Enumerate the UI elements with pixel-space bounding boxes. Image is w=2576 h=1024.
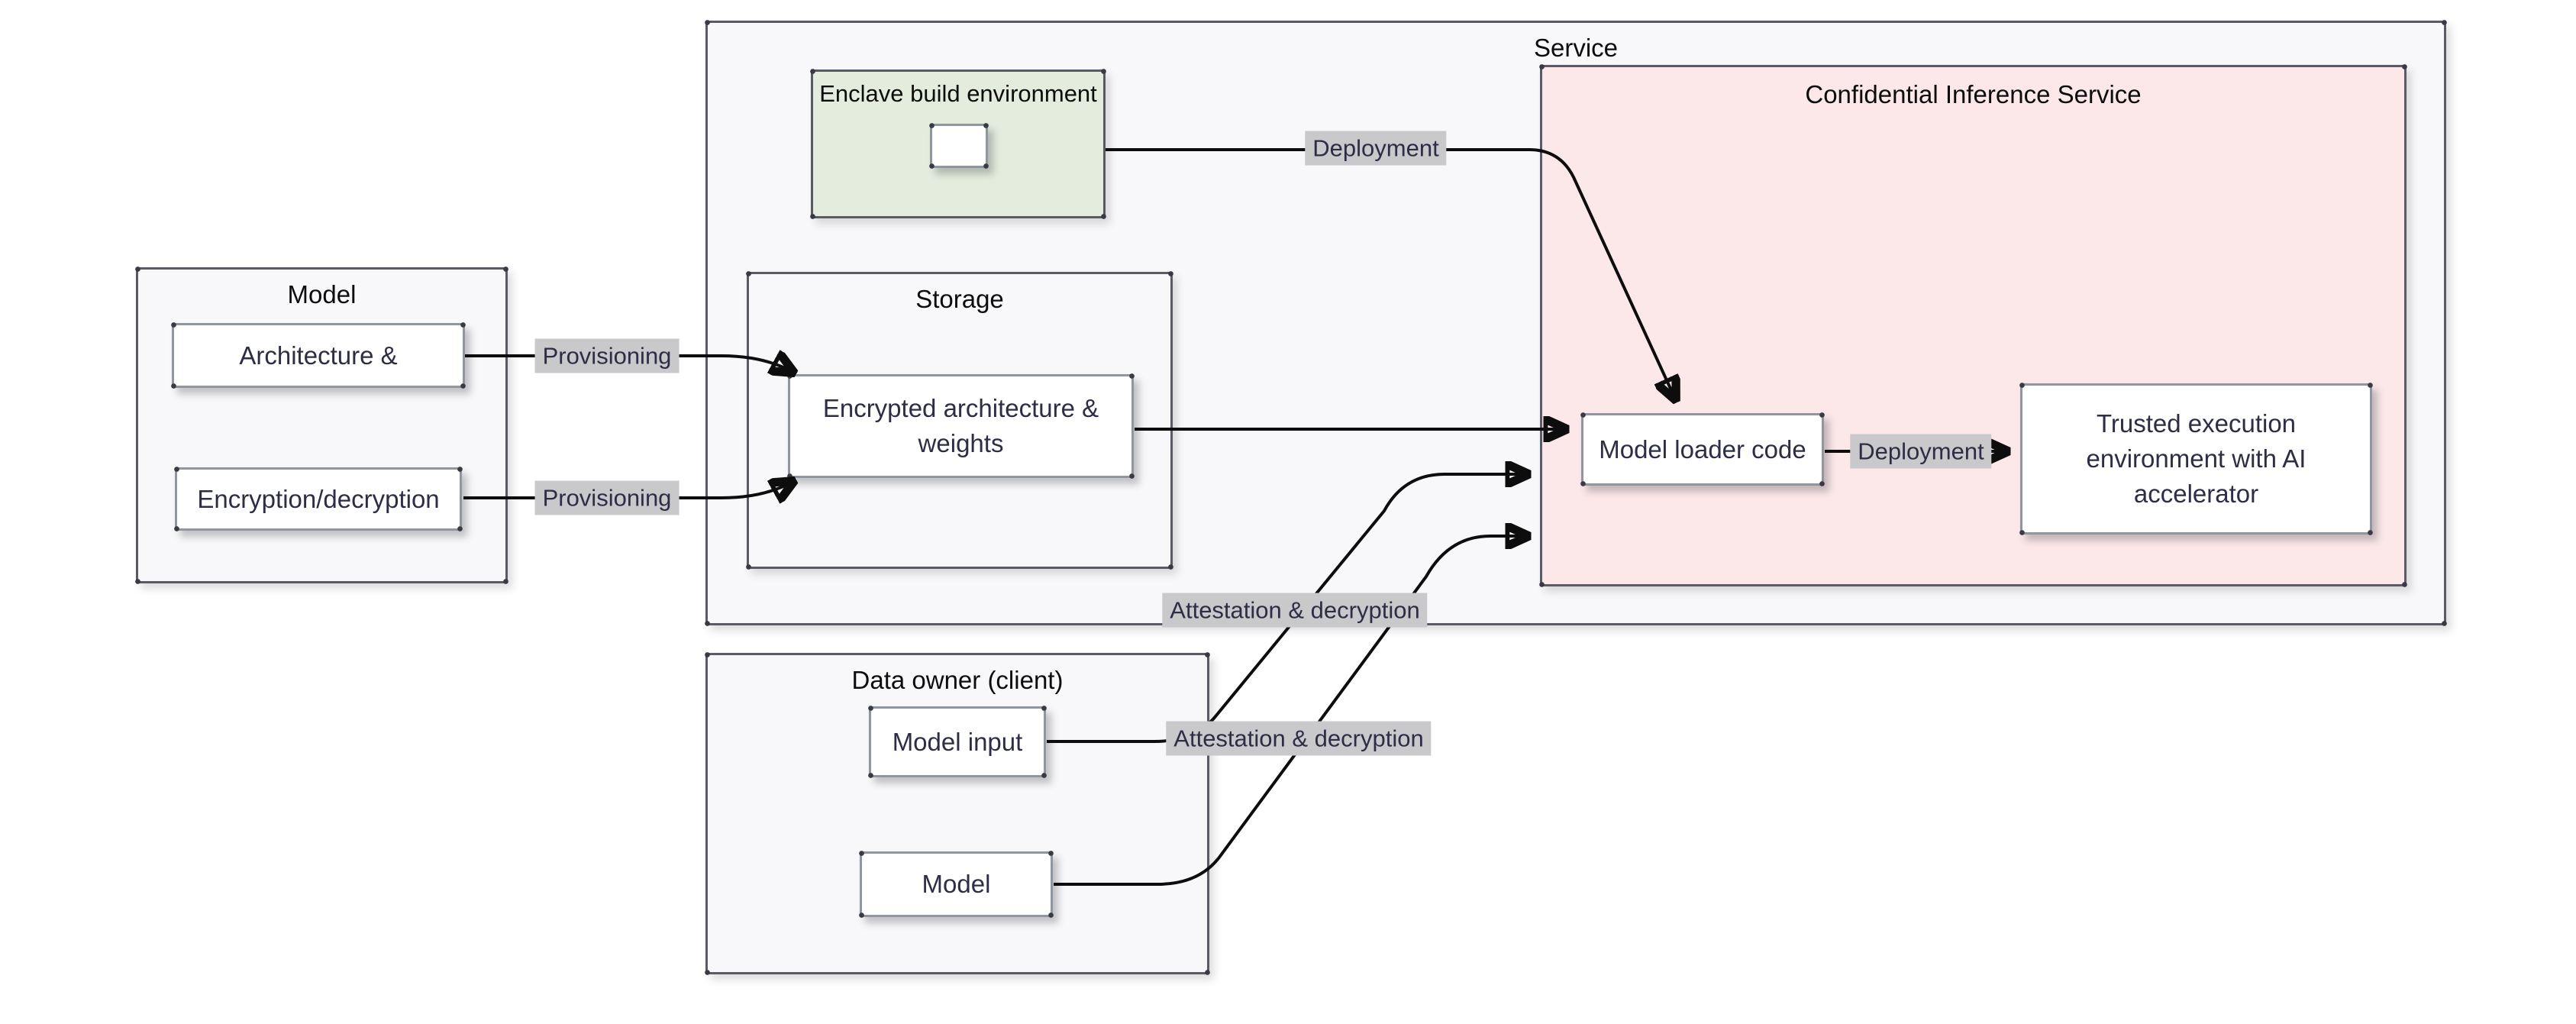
enclave-inner-box <box>928 122 989 170</box>
deployment-label-loader: Deployment <box>1850 434 1992 469</box>
trusted-execution-environment-node: Trusted execution environment with AI ac… <box>2019 382 2374 536</box>
trusted-execution-environment-node-label: Trusted execution environment with AI ac… <box>2086 409 2306 508</box>
enclave-build-environment-container: Enclave build environment <box>809 68 1107 220</box>
model-title: Model <box>287 280 357 308</box>
confidential-inference-service-container: Confidential Inference Service <box>1538 63 2408 588</box>
model-loader-code-node-label: Model loader code <box>1599 434 1806 464</box>
confidential-inference-service-title: Confidential Inference Service <box>1805 80 2142 108</box>
attestation-decryption-label-top: Attestation & decryption <box>1162 593 1428 628</box>
client-model-node: Model <box>858 850 1054 919</box>
encryption-decryption-node-label: Encryption/decryption <box>197 484 440 513</box>
deployment-label-enclave: Deployment <box>1305 131 1447 166</box>
model-loader-code-node: Model loader code <box>1580 412 1825 487</box>
enclave-title: Enclave build environment <box>819 80 1097 107</box>
provisioning-label-top: Provisioning <box>534 338 680 373</box>
model-input-node: Model input <box>867 705 1048 779</box>
provisioning-label-bottom: Provisioning <box>534 480 680 515</box>
architecture-node: Architecture & <box>170 321 466 389</box>
attestation-decryption-label-bottom: Attestation & decryption <box>1166 721 1432 756</box>
model-input-node-label: Model input <box>892 727 1023 756</box>
encryption-decryption-node: Encryption/decryption <box>173 466 463 532</box>
encrypted-architecture-weights-node-label: Encrypted architecture & weights <box>822 394 1099 457</box>
model-container: Model <box>134 266 509 585</box>
data-owner-container: Data owner (client) <box>704 651 1211 976</box>
encrypted-architecture-weights-node: Encrypted architecture & weights <box>786 373 1135 480</box>
data-owner-title: Data owner (client) <box>851 666 1064 694</box>
client-model-node-label: Model <box>922 870 991 898</box>
storage-title: Storage <box>915 285 1004 313</box>
architecture-node-label: Architecture & <box>239 341 398 370</box>
service-title: Service <box>1533 34 1619 62</box>
